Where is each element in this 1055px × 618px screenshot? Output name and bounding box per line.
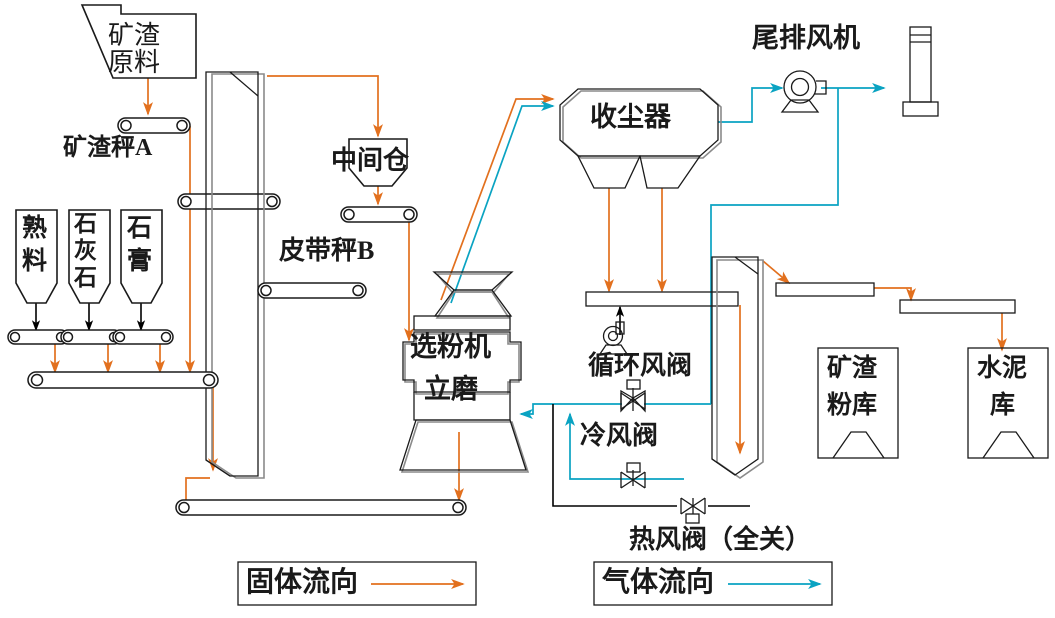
clinker-hopper <box>15 209 58 304</box>
circulating-air-valve-symbol <box>620 379 646 413</box>
upper-cross-conveyor <box>177 193 281 210</box>
slag-raw-material-label-line1: 矿渣 <box>108 21 161 50</box>
bucket-elevator-2 <box>711 256 764 479</box>
gypsum-hopper <box>120 209 163 304</box>
stack <box>902 26 939 117</box>
cold-air-valve-label: 冷风阀 <box>580 421 659 450</box>
auxiliary-conveyor <box>257 282 367 299</box>
vertical-mill-assembly <box>399 271 530 473</box>
gas-flow-lines <box>450 83 886 480</box>
dust-collector-label: 收尘器 <box>590 102 671 132</box>
hot-air-valve-symbol <box>680 497 706 524</box>
weigh-feeder-2 <box>60 329 122 345</box>
slag-raw-material-label-line2: 原料 <box>108 48 161 77</box>
separator-label: 选粉机 <box>410 332 491 362</box>
clinker-hopper-label-c2: 料 <box>22 248 48 275</box>
limestone-hopper-label-c3: 石 <box>74 265 97 290</box>
clinker-hopper-label-c1: 熟 <box>22 215 48 242</box>
solid-flow-lines <box>50 75 1007 507</box>
cement-silo-label-l1: 水泥 <box>977 355 1028 382</box>
legend-solid-box <box>237 561 477 606</box>
bottom-return-conveyor <box>175 499 467 516</box>
air-slide-conveyor <box>585 291 739 307</box>
cement-silo <box>967 347 1049 459</box>
bucket-elevator-1 <box>205 71 265 479</box>
tail-exhaust-fan-label: 尾排风机 <box>752 23 860 53</box>
limestone-hopper-label-c2: 灰 <box>74 238 97 263</box>
discharge-conveyor-2 <box>899 299 1016 314</box>
legend-solid-flow-label: 固体流向 <box>246 567 359 598</box>
slag-scale-a-label: 矿渣秤A <box>63 135 153 161</box>
black-connection-lines <box>31 303 750 507</box>
tail-exhaust-fan <box>780 70 827 113</box>
gypsum-hopper-label-c2: 膏 <box>127 248 153 275</box>
weigh-feeder-3 <box>112 329 174 345</box>
limestone-hopper <box>68 209 111 304</box>
air-slide-blower <box>598 321 629 355</box>
main-collecting-conveyor <box>27 371 219 389</box>
slag-powder-silo-label-l1: 矿渣 <box>827 355 878 382</box>
belt-scale-b-conveyor <box>340 206 418 223</box>
cement-silo-label-l2: 库 <box>990 392 1016 419</box>
limestone-hopper-label-c1: 石 <box>74 211 97 236</box>
slag-powder-silo <box>817 347 899 459</box>
gypsum-hopper-label-c1: 石 <box>127 215 153 242</box>
discharge-conveyor-1 <box>775 282 875 297</box>
intermediate-bin <box>348 138 408 187</box>
slag-scale-a-conveyor <box>117 117 191 134</box>
legend-gas-box <box>593 561 833 606</box>
slag-raw-material-box <box>80 4 197 79</box>
slag-powder-silo-label-l2: 粉库 <box>827 392 878 419</box>
dust-collector <box>559 88 722 189</box>
cold-air-valve-symbol <box>620 462 646 489</box>
intermediate-bin-label: 中间仓 <box>331 146 410 175</box>
weigh-feeder-1 <box>7 329 69 345</box>
vertical-mill-label: 立磨 <box>424 374 478 404</box>
circulating-air-valve-label: 循环风阀 <box>588 351 693 380</box>
belt-scale-b-label: 皮带秤B <box>279 236 375 265</box>
legend-gas-flow-label: 气体流向 <box>602 567 715 598</box>
hot-air-valve-label: 热风阀（全关） <box>629 525 812 554</box>
